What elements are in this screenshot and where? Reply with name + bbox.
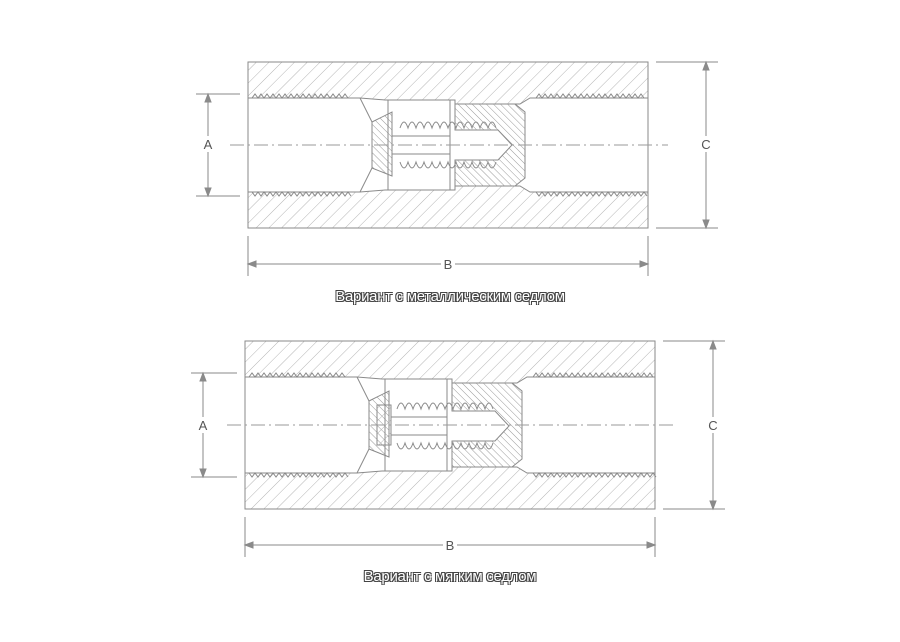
caption-metal-seat: Вариант с металлическим седлом (335, 288, 565, 305)
spring-retainer (454, 103, 526, 187)
thread-bottom-left (251, 191, 352, 197)
thread-top-left (251, 93, 349, 99)
dimension-b-label: B (444, 257, 453, 272)
dimension-c-label: C (708, 418, 717, 433)
poppet (371, 111, 393, 177)
valve-drawing-metal-seat: A B C (196, 60, 718, 276)
dimension-b-label: B (446, 538, 455, 553)
spring-retainer (451, 382, 523, 468)
thread-top-right (535, 93, 645, 99)
thread-top-right (532, 372, 654, 378)
poppet-stem (390, 416, 448, 436)
dimension-a-label: A (199, 418, 208, 433)
valve-bottom-wall (247, 185, 649, 229)
dimension-a-label: A (204, 137, 213, 152)
thread-top-left (248, 372, 346, 378)
dimension-a (196, 92, 240, 198)
dimension-c-label: C (701, 137, 710, 152)
caption-soft-seat: Вариант с мягким седлом (363, 568, 537, 585)
thread-bottom-right (532, 472, 657, 478)
valve-drawing-soft-seat: A B C (191, 339, 725, 557)
thread-bottom-left (248, 472, 349, 478)
valve-top-wall (247, 61, 649, 105)
thread-bottom-right (535, 191, 648, 197)
